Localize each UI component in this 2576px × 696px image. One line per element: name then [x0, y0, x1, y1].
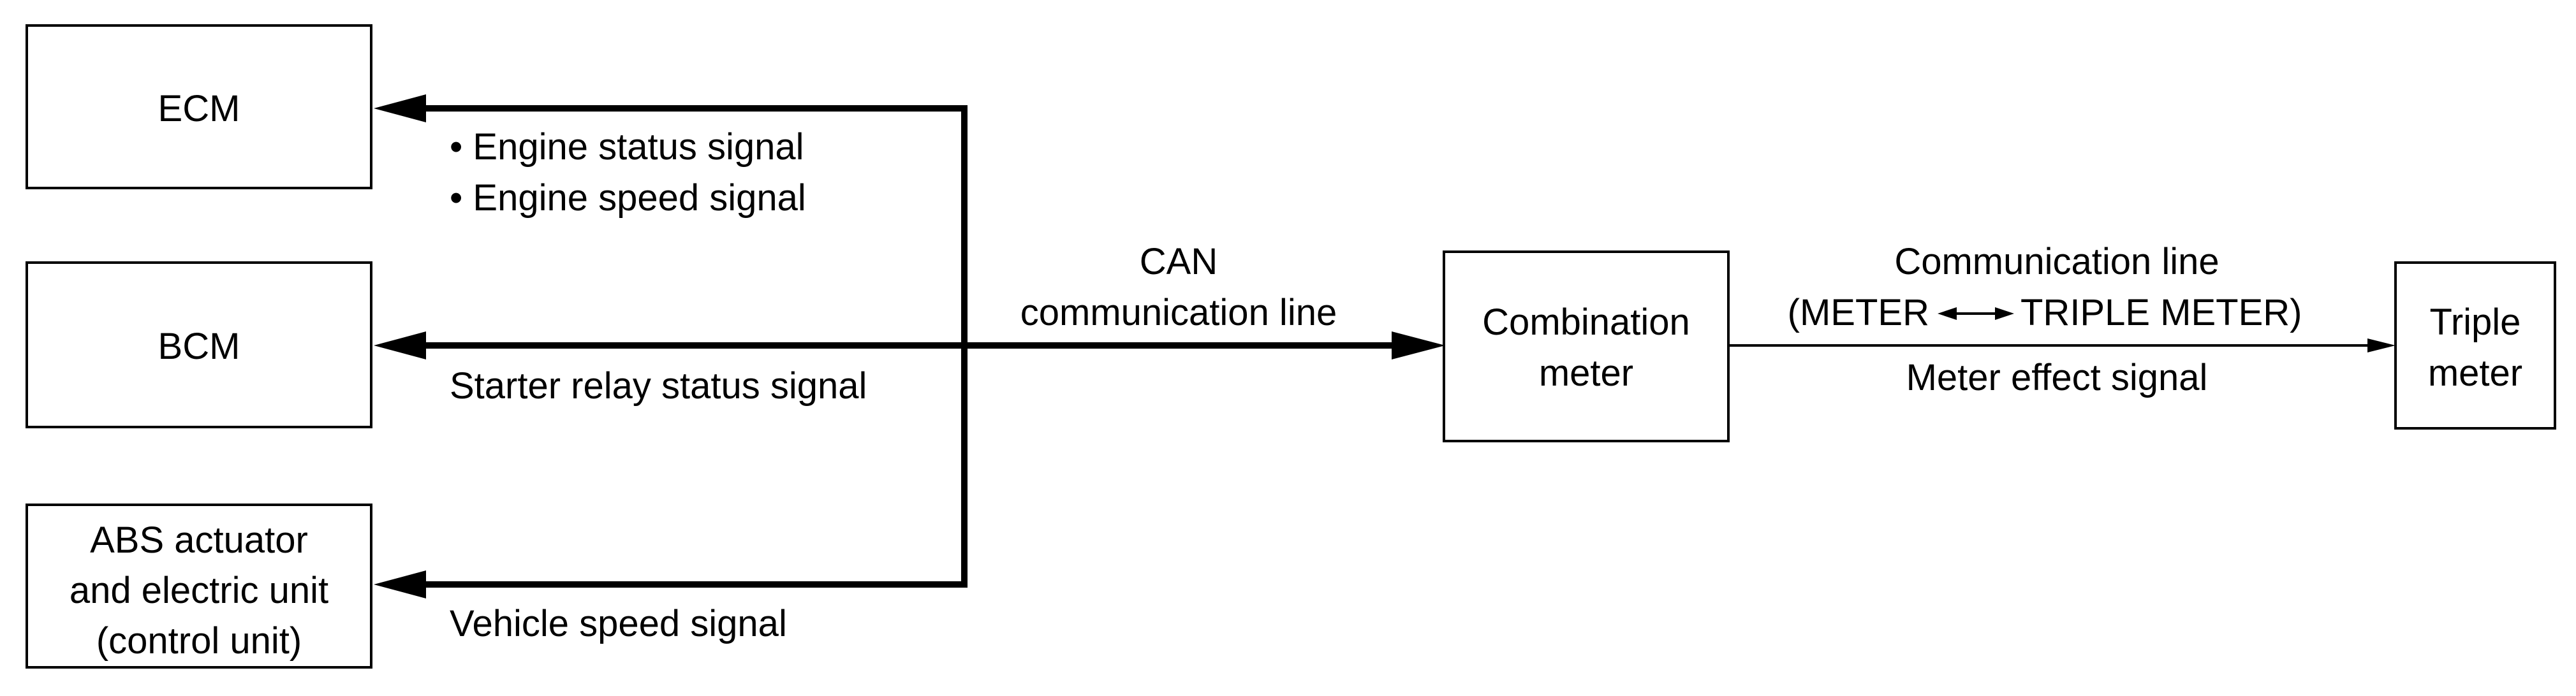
- triple-meter-label-line-1: Triple: [2430, 301, 2521, 343]
- communication-line-left-label: (METER: [1788, 292, 1929, 333]
- meter-effect-signal-label: Meter effect signal: [1906, 357, 2208, 398]
- can-label-line-1: CAN: [1140, 241, 1218, 282]
- engine-status-signal-label: • Engine status signal: [450, 126, 804, 168]
- vehicle-speed-signal-label: Vehicle speed signal: [450, 603, 787, 644]
- triple-meter-arrowhead: [2367, 338, 2396, 352]
- abs-label-line-2: and electric unit: [70, 570, 328, 611]
- communication-line-right-label: TRIPLE METER): [2020, 292, 2302, 333]
- ecm-box: [26, 24, 372, 189]
- abs-node: ABS actuator and electric unit (control …: [26, 504, 372, 669]
- ecm-node: ECM: [26, 24, 372, 189]
- triple-meter-box: [2394, 261, 2556, 430]
- combination-meter-label-line-1: Combination: [1482, 301, 1690, 343]
- bcm-box: [26, 261, 372, 428]
- ecm-label: ECM: [158, 88, 240, 129]
- communication-line-title: Communication line: [1894, 241, 2219, 282]
- ecm-arrowhead: [374, 94, 426, 122]
- combination-meter-arrowhead: [1392, 331, 1445, 359]
- bcm-label: BCM: [158, 326, 240, 367]
- triple-meter-label-line-2: meter: [2428, 352, 2522, 394]
- abs-arrowhead: [374, 570, 426, 598]
- abs-label-line-1: ABS actuator: [90, 519, 308, 561]
- abs-label-line-3: (control unit): [96, 620, 302, 662]
- combination-meter-box: [1443, 250, 1730, 442]
- combination-meter-node: Combination meter: [1443, 250, 1730, 442]
- triple-meter-node: Triple meter: [2394, 261, 2556, 430]
- engine-speed-signal-label: • Engine speed signal: [450, 177, 806, 219]
- can-label-line-2: communication line: [1020, 292, 1337, 333]
- bcm-node: BCM: [26, 261, 372, 428]
- bidirectional-arrow-icon: [1938, 307, 2014, 320]
- combination-meter-label-line-2: meter: [1539, 352, 1633, 394]
- bcm-arrowhead: [374, 331, 426, 359]
- abs-box: [26, 504, 372, 669]
- starter-relay-signal-label: Starter relay status signal: [450, 365, 867, 407]
